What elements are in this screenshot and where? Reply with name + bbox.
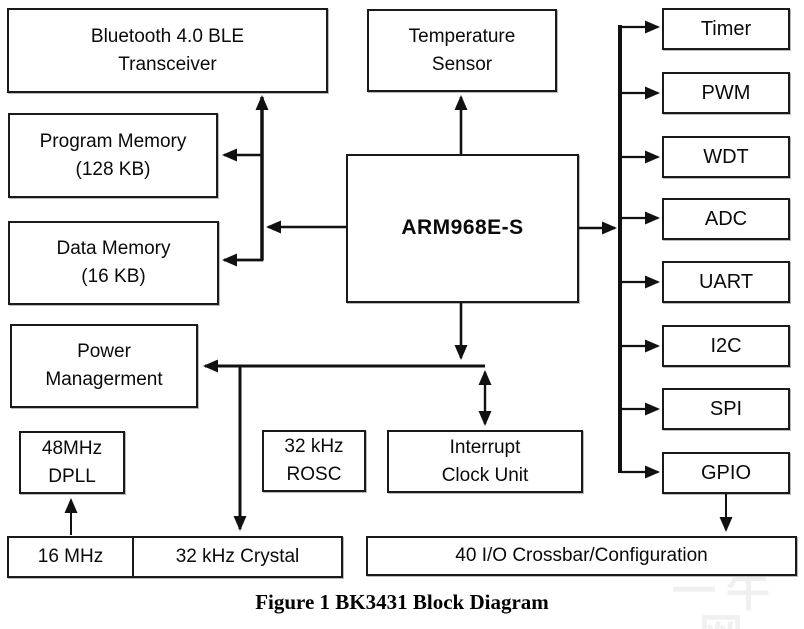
- block-temperature-sensor: Temperature Sensor: [367, 9, 557, 92]
- block-peripheral-wdt: WDT: [662, 136, 790, 178]
- block-32khz-rosc: 32 kHz ROSC: [262, 430, 366, 492]
- block-io-crossbar: 40 I/O Crossbar/Configuration: [366, 536, 797, 576]
- block-48mhz-dpll: 48MHz DPLL: [19, 431, 125, 494]
- block-program-memory: Program Memory (128 KB): [8, 113, 218, 198]
- block-32khz-crystal: 32 kHz Crystal: [132, 536, 343, 578]
- block-peripheral-timer: Timer: [662, 8, 790, 50]
- block-peripheral-pwm: PWM: [662, 72, 790, 114]
- watermark-brand: 一牛网: [672, 567, 780, 629]
- block-bluetooth-transceiver: Bluetooth 4.0 BLE Transceiver: [7, 8, 328, 93]
- block-data-memory: Data Memory (16 KB): [8, 221, 219, 305]
- connector-bus-to-data-memory: [222, 253, 264, 267]
- block-peripheral-gpio: GPIO: [662, 452, 790, 494]
- block-peripheral-i2c: I2C: [662, 325, 790, 367]
- block-interrupt-clock-unit: Interrupt Clock Unit: [387, 430, 583, 493]
- block-peripheral-spi: SPI: [662, 388, 790, 430]
- block-peripheral-adc: ADC: [662, 198, 790, 240]
- block-power-management: Power Managerment: [10, 324, 198, 408]
- watermark: 一牛网 16RD.com: [648, 570, 804, 629]
- figure-caption: Figure 1 BK3431 Block Diagram: [255, 590, 549, 614]
- block-peripheral-uart: UART: [662, 261, 790, 303]
- block-16mhz-osc: 16 MHz: [7, 536, 134, 578]
- block-arm-core: ARM968E-S: [346, 154, 579, 303]
